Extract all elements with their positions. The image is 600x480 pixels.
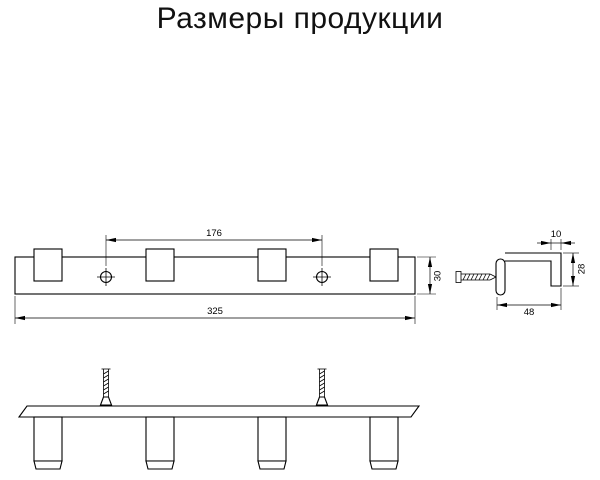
page-title: Размеры продукции	[156, 2, 444, 35]
hook-bottom-4	[369, 416, 399, 470]
dimension-rail-height: 30	[417, 256, 444, 295]
hook-square-1	[33, 248, 63, 282]
rail-bottom-body	[17, 405, 421, 418]
bottom-view	[17, 368, 421, 470]
dim-label-hook-depth: 48	[524, 307, 535, 318]
side-view: 10 28 48	[455, 229, 588, 318]
dim-label-rail-height: 30	[433, 271, 444, 282]
dim-label-hook-height: 28	[577, 264, 588, 275]
hook-bottom-3	[257, 416, 287, 470]
dimension-hook-height: 28	[563, 252, 588, 287]
hook-profile	[505, 252, 562, 287]
wall-plate	[495, 258, 506, 296]
rail-body	[14, 256, 416, 295]
dimension-hook-width: 10	[537, 229, 575, 250]
dim-label-hook-width: 10	[551, 229, 562, 240]
hook-square-2	[145, 248, 175, 282]
mounting-screw-side-icon	[455, 271, 497, 283]
front-view: 176 325 30	[14, 228, 444, 324]
hook-bottom-2	[145, 416, 175, 470]
dimension-hole-spacing: 176	[105, 228, 323, 266]
hook-bottom-1	[33, 416, 63, 470]
mounting-screw-right-icon	[315, 368, 329, 406]
hook-square-4	[369, 248, 399, 282]
dim-label-hole-spacing: 176	[206, 228, 222, 239]
dimension-hook-depth: 48	[496, 288, 562, 318]
screw-symbol-right-icon	[313, 268, 331, 286]
hook-square-3	[257, 248, 287, 282]
dimension-total-length: 325	[14, 296, 416, 324]
screw-symbol-left-icon	[97, 268, 115, 286]
mounting-screw-left-icon	[99, 368, 113, 406]
dim-label-total-length: 325	[207, 306, 223, 317]
